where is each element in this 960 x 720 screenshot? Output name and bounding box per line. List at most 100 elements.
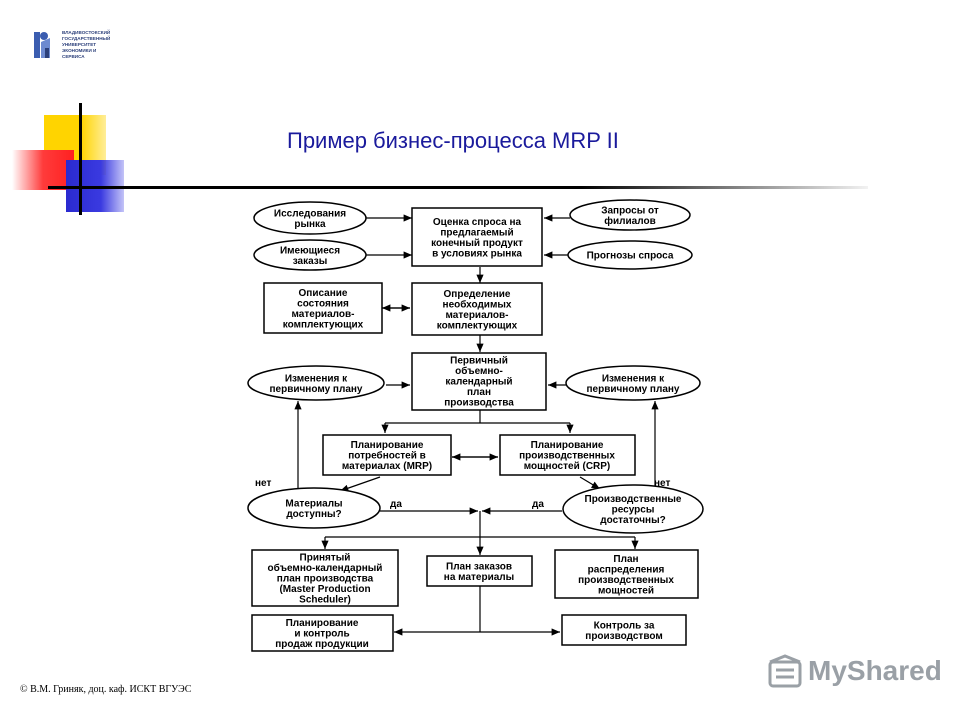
node-label-line: Оценка спроса на xyxy=(433,217,522,228)
node-label-line: заказы xyxy=(293,256,328,267)
node-sales-control xyxy=(251,614,394,652)
node-changes-right xyxy=(565,365,701,401)
node-label-line: состояния xyxy=(297,298,349,309)
logo-line: ЭКОНОМИКИ И xyxy=(62,48,97,53)
node-demand xyxy=(411,207,543,267)
slide-title: Пример бизнес-процесса MRP II xyxy=(287,128,619,153)
node-label-line: необходимых xyxy=(443,298,512,310)
edge xyxy=(579,476,601,490)
edge-label-yes-right: да xyxy=(532,499,544,510)
node-production-control xyxy=(561,614,687,646)
node-materials-needs xyxy=(411,282,543,336)
edge-label-yes-left: да xyxy=(390,499,402,510)
logo-line: ГОСУДАРСТВЕННЫЙ xyxy=(62,36,111,41)
logo-line: СЕРВИСА xyxy=(62,54,85,59)
node-label-line: Планирование xyxy=(351,440,424,451)
node-label-line: Запросы от xyxy=(601,205,659,216)
node-materials-state xyxy=(263,282,383,334)
node-label-line: План xyxy=(613,554,638,565)
node-label-line: мощностей xyxy=(598,585,654,596)
decor-vertical-line xyxy=(79,103,82,215)
node-label-line: материалах (MRP) xyxy=(342,461,432,472)
node-label-line: производственных xyxy=(578,575,674,586)
node-label-line: план xyxy=(467,387,491,398)
node-label-line: продаж продукции xyxy=(275,639,369,650)
node-label-line: Материалы xyxy=(285,498,342,509)
node-label-line: Планирование xyxy=(286,618,359,629)
node-orders xyxy=(253,239,367,271)
node-mps-accepted xyxy=(251,549,399,607)
node-label-line: конечный продукт xyxy=(431,238,523,249)
node-label-line: Первичный xyxy=(450,356,508,367)
node-label-line: Принятый xyxy=(300,553,351,564)
edge xyxy=(339,476,381,492)
node-label-line: Имеющиеся xyxy=(280,245,340,256)
node-label-line: и контроль xyxy=(294,629,349,640)
node-label-line: первичному плану xyxy=(270,384,363,395)
node-label-line: План заказов xyxy=(446,561,512,572)
node-label-line: Определение xyxy=(444,289,511,300)
node-label-line: первичному плану xyxy=(587,384,680,395)
node-label-line: объемно- xyxy=(455,365,503,377)
node-label-line: в условиях рынка xyxy=(432,248,522,259)
node-label-line: филиалов xyxy=(604,215,655,227)
node-capacity-plan xyxy=(554,549,699,599)
edge-label-no-right: нет xyxy=(654,478,670,489)
node-label-line: Производственные xyxy=(585,494,682,505)
node-label-line: мощностей (CRP) xyxy=(524,461,611,472)
node-label-line: план производства xyxy=(277,574,374,585)
node-resources-ok xyxy=(562,484,704,534)
university-logo xyxy=(34,32,50,58)
author-credit: © В.М. Гриняк, доц. каф. ИСКТ ВГУЭС xyxy=(20,684,192,695)
node-mps-primary xyxy=(411,352,547,411)
node-label-line: Контроль за xyxy=(594,620,655,631)
watermark-text: MyShared xyxy=(808,655,942,686)
logo-line: УНИВЕРСИТЕТ xyxy=(62,42,97,47)
node-crp xyxy=(499,434,636,476)
node-label-line: календарный xyxy=(445,377,512,388)
node-label-line: (Master Production xyxy=(279,584,370,595)
node-label-line: рынка xyxy=(294,219,326,230)
node-label-line: материалов- xyxy=(446,310,509,321)
node-label-line: Scheduler) xyxy=(299,595,351,606)
node-branch-requests xyxy=(569,199,691,231)
edge-label-no-left: нет xyxy=(255,478,271,489)
node-label-line: Прогнозы спроса xyxy=(587,251,674,262)
node-label-line: потребностей в xyxy=(348,450,426,462)
node-forecasts xyxy=(567,240,693,270)
node-label-line: достаточны? xyxy=(600,515,665,526)
node-label-line: Планирование xyxy=(531,440,604,451)
university-name: ВЛАДИВОСТОКСКИЙ ГОСУДАРСТВЕННЫЙ УНИВЕРСИ… xyxy=(62,30,132,60)
node-label-line: на материалы xyxy=(444,572,514,583)
node-materials-avail xyxy=(247,487,381,529)
node-label-line: производством xyxy=(585,631,662,642)
node-label-line: производства xyxy=(444,398,514,409)
node-label-line: комплектующих xyxy=(437,320,518,331)
watermark-icon xyxy=(768,654,802,688)
node-label-line: производственных xyxy=(519,451,615,462)
node-label-line: Изменения к xyxy=(285,373,348,384)
node-label-line: предлагаемый xyxy=(440,227,513,238)
node-label-line: доступны? xyxy=(286,509,341,520)
node-material-orders xyxy=(426,555,533,587)
node-label-line: материалов- xyxy=(292,309,355,320)
node-research xyxy=(253,201,367,235)
node-label-forecasts: Прогнозы спроса xyxy=(587,251,674,262)
node-mrp xyxy=(322,434,452,476)
